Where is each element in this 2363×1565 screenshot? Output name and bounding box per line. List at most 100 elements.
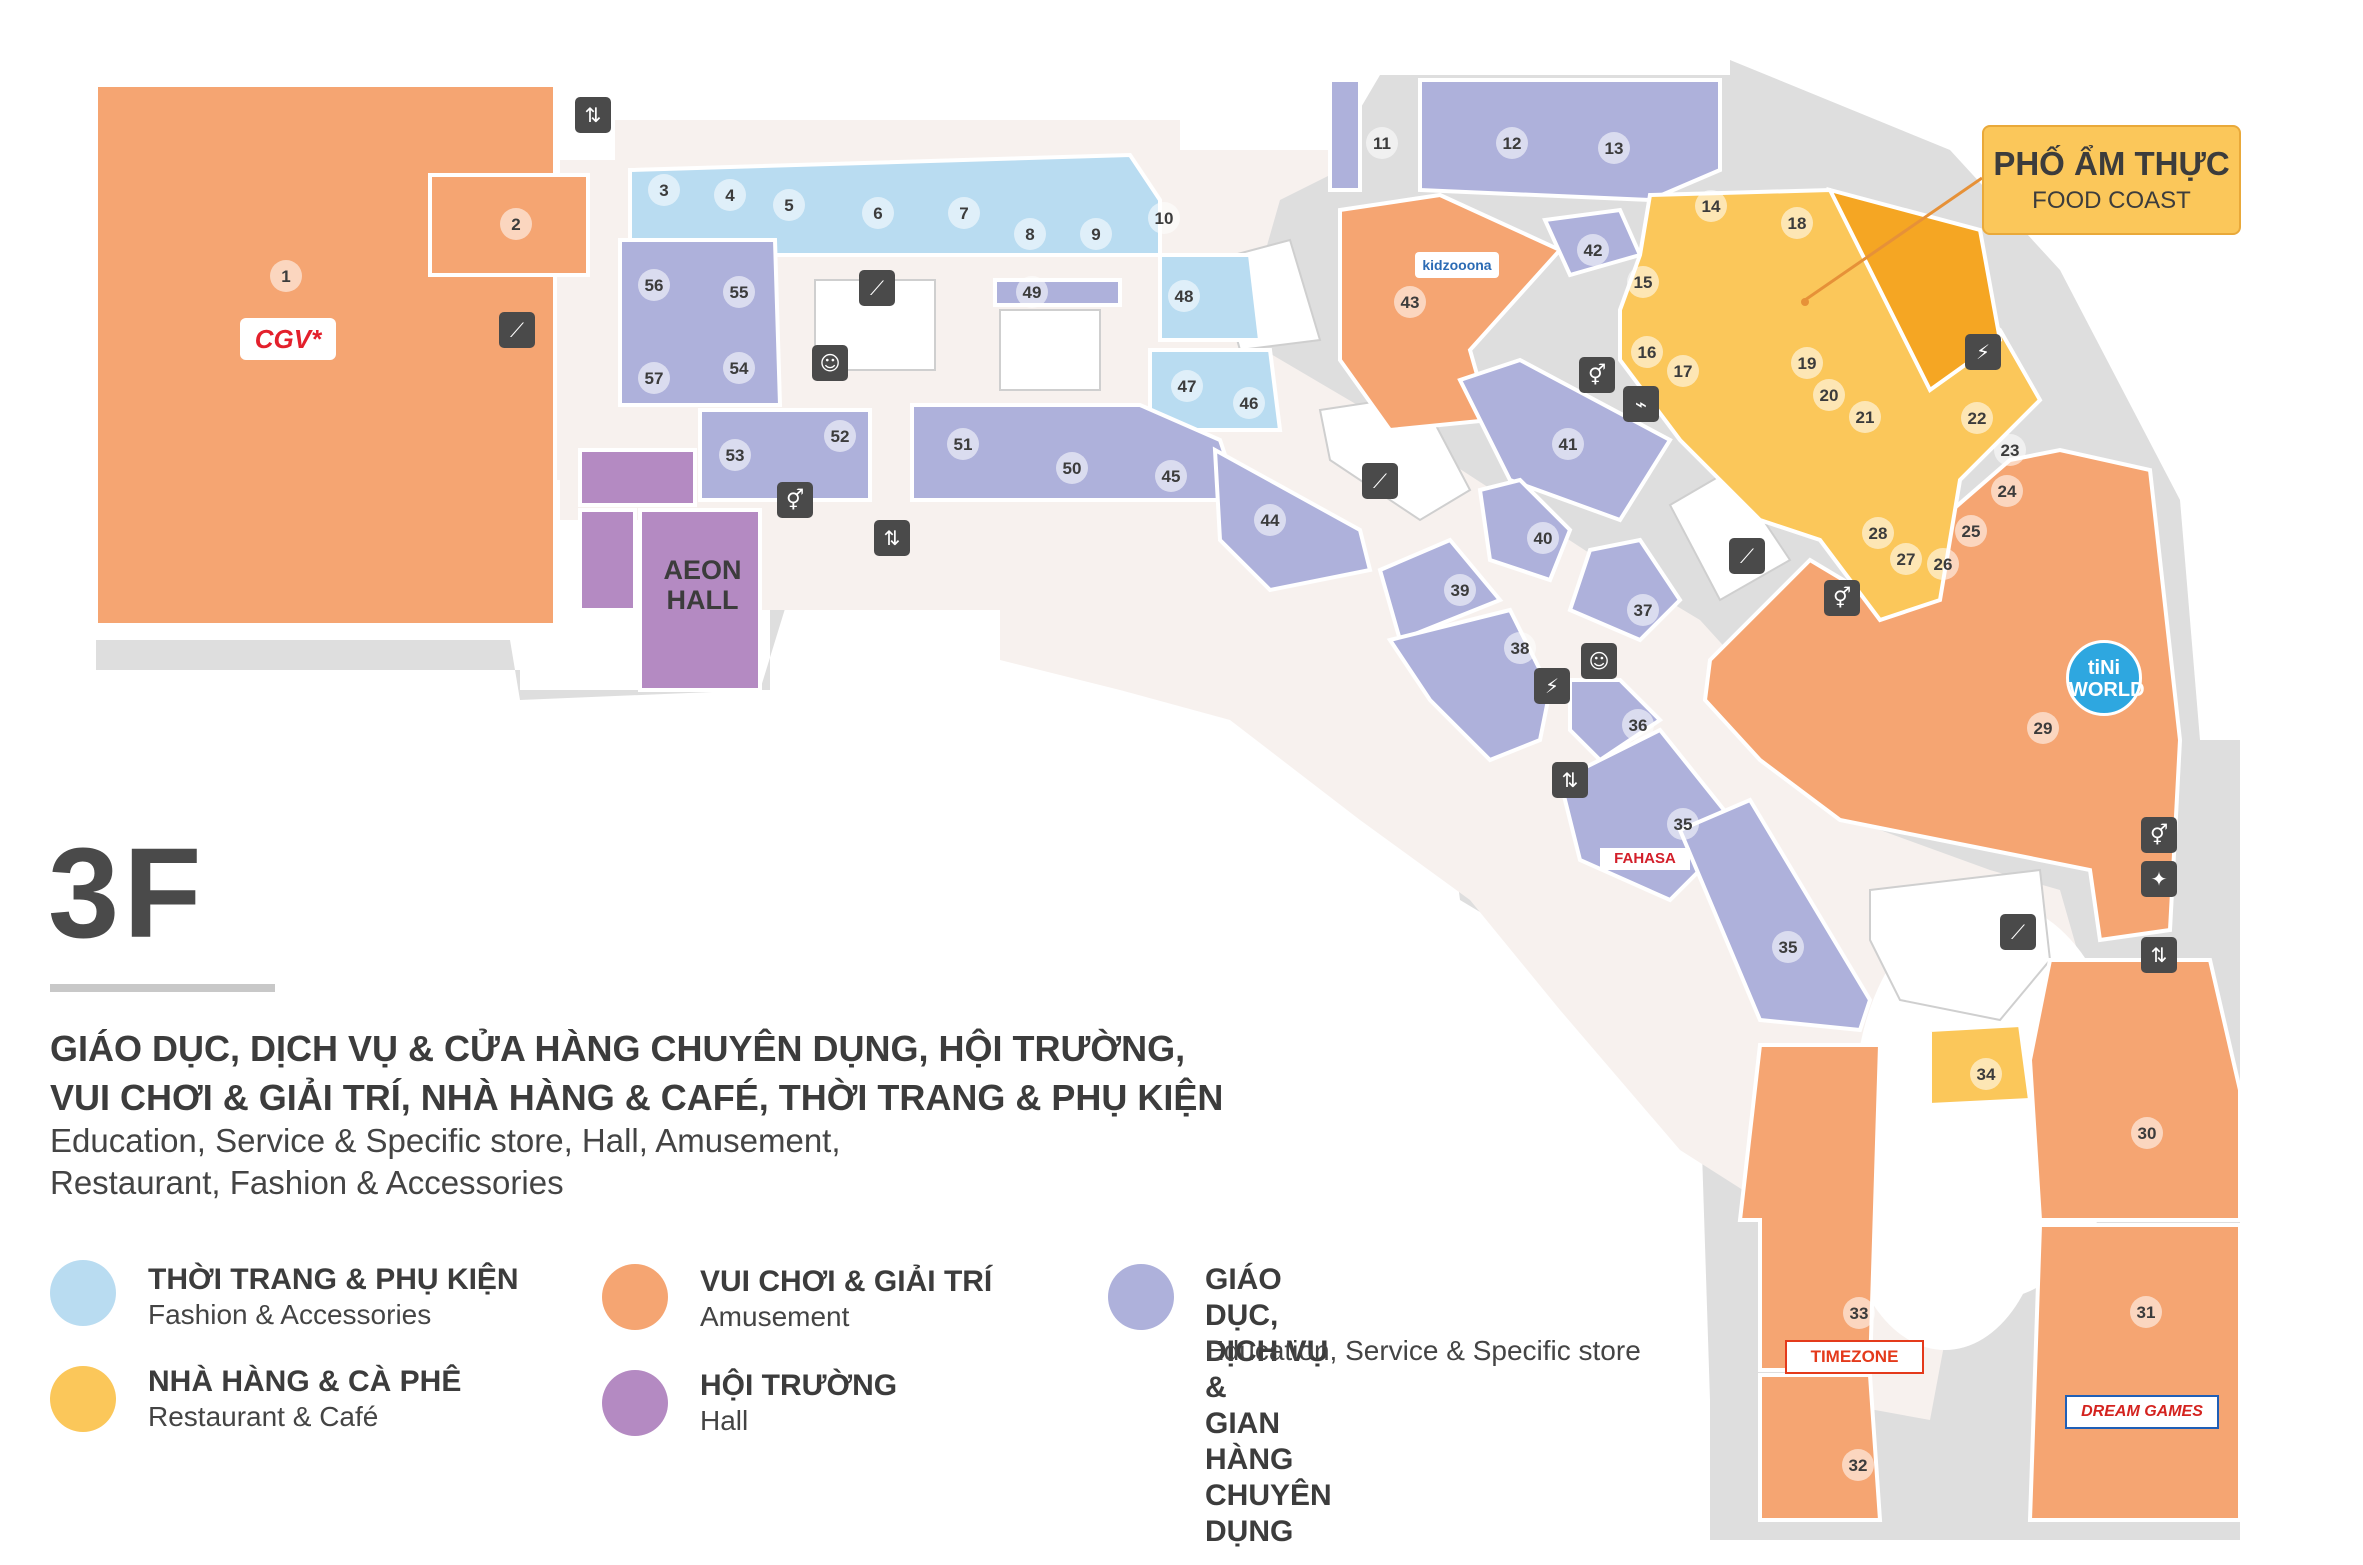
- timezone-logo[interactable]: TIMEZONE: [1785, 1340, 1924, 1374]
- store-badge-14[interactable]: 14: [1695, 190, 1727, 222]
- store-number: 51: [954, 435, 973, 454]
- tini-world-logo[interactable]: tiNi WORLD: [2066, 640, 2145, 716]
- elevator-icon[interactable]: ⇅: [1552, 762, 1588, 798]
- charging-station-icon[interactable]: ⚡: [1534, 668, 1570, 704]
- store-badge-13[interactable]: 13: [1598, 132, 1630, 164]
- store-number: 3: [659, 181, 668, 200]
- store-badge-40[interactable]: 40: [1527, 522, 1559, 554]
- store-number: 13: [1605, 139, 1624, 158]
- legend-label-en: Hall: [700, 1405, 749, 1436]
- store-badge-30[interactable]: 30: [2131, 1117, 2163, 1149]
- store-badge-21[interactable]: 21: [1849, 401, 1881, 433]
- store-badge-23[interactable]: 23: [1994, 434, 2026, 466]
- store-badge-12[interactable]: 12: [1496, 127, 1528, 159]
- store-badge-9[interactable]: 9: [1080, 218, 1112, 250]
- elevator-icon[interactable]: ⇅: [575, 97, 611, 133]
- store-badge-4[interactable]: 4: [714, 179, 746, 211]
- store-badge-34[interactable]: 34: [1970, 1058, 2002, 1090]
- elevator-icon[interactable]: ⇅: [874, 520, 910, 556]
- store-badge-circle: [1772, 931, 1804, 963]
- store-badge-7[interactable]: 7: [948, 197, 980, 229]
- store-badge-35[interactable]: 35: [1667, 808, 1699, 840]
- store-badge-22[interactable]: 22: [1961, 402, 1993, 434]
- store-badge-10[interactable]: 10: [1148, 202, 1180, 234]
- dream-games-logo[interactable]: DREAM GAMES: [2065, 1395, 2219, 1429]
- icon-background: [874, 520, 910, 556]
- elevator-icon[interactable]: ⇅: [2141, 937, 2177, 973]
- escalator-icon[interactable]: ⟋: [2000, 914, 2036, 950]
- store-badge-51[interactable]: 51: [947, 428, 979, 460]
- smoking-room-icon[interactable]: ⌁: [1623, 386, 1659, 422]
- legend-label-vi: NHÀ HÀNG & CÀ PHÊ: [148, 1365, 462, 1398]
- store-badge-46[interactable]: 46: [1233, 387, 1265, 419]
- restroom-icon[interactable]: ⚥: [1579, 357, 1615, 393]
- store-badge-44[interactable]: 44: [1254, 504, 1286, 536]
- store-badge-18[interactable]: 18: [1781, 207, 1813, 239]
- store-badge-38[interactable]: 38: [1504, 632, 1536, 664]
- store-badge-circle: [1994, 434, 2026, 466]
- store-badge-53[interactable]: 53: [719, 439, 751, 471]
- store-badge-circle: [1862, 517, 1894, 549]
- store-badge-3[interactable]: 3: [648, 174, 680, 206]
- store-badge-28[interactable]: 28: [1862, 517, 1894, 549]
- store-badge-15[interactable]: 15: [1627, 266, 1659, 298]
- store-badge-8[interactable]: 8: [1014, 218, 1046, 250]
- prayer-room-icon[interactable]: ✦: [2141, 861, 2177, 897]
- store-badge-circle: [1080, 218, 1112, 250]
- escalator-icon[interactable]: ⟋: [499, 312, 535, 348]
- food-coast-callout[interactable]: PHỐ ẨM THỰC FOOD COAST: [1982, 125, 2241, 235]
- fahasa-logo[interactable]: FAHASA: [1600, 848, 1690, 870]
- store-badge-circle: [1791, 347, 1823, 379]
- kidzooona-logo[interactable]: kidzooona: [1415, 252, 1499, 278]
- store-badge-55[interactable]: 55: [723, 276, 755, 308]
- store-badge-37[interactable]: 37: [1627, 594, 1659, 626]
- store-badge-33[interactable]: 33: [1843, 1297, 1875, 1329]
- store-badge-50[interactable]: 50: [1056, 452, 1088, 484]
- restroom-icon[interactable]: ⚥: [777, 482, 813, 518]
- restroom-icon[interactable]: ⚥: [1824, 580, 1860, 616]
- store-badge-19[interactable]: 19: [1791, 347, 1823, 379]
- store-number: 11: [1373, 134, 1391, 153]
- store-badge-39[interactable]: 39: [1444, 574, 1476, 606]
- baby-room-icon[interactable]: ☺: [812, 345, 848, 381]
- escalator-icon[interactable]: ⟋: [1729, 538, 1765, 574]
- store-badge-54[interactable]: 54: [723, 352, 755, 384]
- store-badge-57[interactable]: 57: [638, 362, 670, 394]
- store-badge-41[interactable]: 41: [1552, 428, 1584, 460]
- store-badge-48[interactable]: 48: [1168, 280, 1200, 312]
- store-badge-26[interactable]: 26: [1927, 548, 1959, 580]
- store-badge-49[interactable]: 49: [1016, 276, 1048, 308]
- store-badge-32[interactable]: 32: [1842, 1449, 1874, 1481]
- escalator-icon[interactable]: ⟋: [1362, 463, 1398, 499]
- store-badge-47[interactable]: 47: [1171, 370, 1203, 402]
- store-badge-52[interactable]: 52: [824, 420, 856, 452]
- store-badge-56[interactable]: 56: [638, 269, 670, 301]
- store-badge-16[interactable]: 16: [1631, 336, 1663, 368]
- escalator-icon[interactable]: ⟋: [859, 270, 895, 306]
- charging-station-icon[interactable]: ⚡: [1965, 334, 2001, 370]
- store-badge-25[interactable]: 25: [1955, 515, 1987, 547]
- store-badge-20[interactable]: 20: [1813, 379, 1845, 411]
- store-badge-35[interactable]: 35: [1772, 931, 1804, 963]
- cgv-logo[interactable]: CGV*: [240, 318, 336, 360]
- store-badge-43[interactable]: 43: [1394, 286, 1426, 318]
- store-badge-circle: [2131, 1117, 2163, 1149]
- store-badge-27[interactable]: 27: [1890, 543, 1922, 575]
- store-number: 19: [1798, 354, 1817, 373]
- store-badge-45[interactable]: 45: [1155, 460, 1187, 492]
- baby-room-icon[interactable]: ☺: [1581, 643, 1617, 679]
- store-badge-31[interactable]: 31: [2130, 1296, 2162, 1328]
- store-badge-6[interactable]: 6: [862, 197, 894, 229]
- store-badge-42[interactable]: 42: [1577, 234, 1609, 266]
- store-badge-11[interactable]: 11: [1366, 127, 1398, 159]
- store-badge-1[interactable]: 1: [270, 260, 302, 292]
- store-39: [1377, 537, 1504, 643]
- store-badge-29[interactable]: 29: [2027, 712, 2059, 744]
- store-badge-36[interactable]: 36: [1622, 709, 1654, 741]
- restroom-icon[interactable]: ⚥: [2141, 817, 2177, 853]
- store-badge-17[interactable]: 17: [1667, 355, 1699, 387]
- store-badge-2[interactable]: 2: [500, 208, 532, 240]
- store-badge-5[interactable]: 5: [773, 189, 805, 221]
- store-badge-24[interactable]: 24: [1991, 475, 2023, 507]
- aeon-hall-label: AEON HALL: [663, 555, 742, 615]
